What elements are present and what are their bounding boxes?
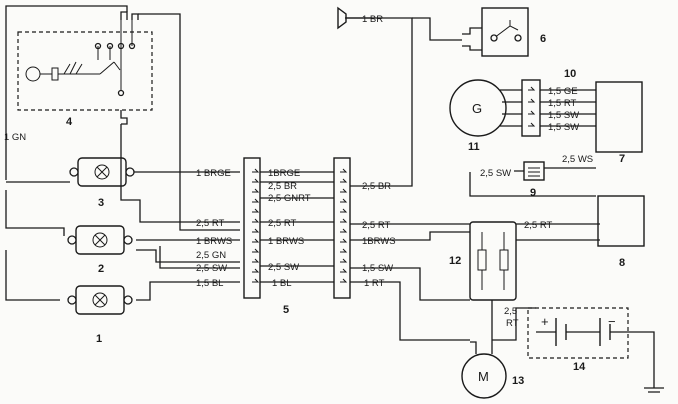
wire-label-br-mid: 2,5 BR [268, 181, 297, 192]
wire-label-gn-left: 2,5 GN [196, 250, 226, 261]
wire-label-brge-left: 1 BRGE [196, 168, 231, 179]
part-9 [514, 161, 560, 181]
wire-label-ws: 2,5 WS [562, 154, 593, 165]
wire-label-br-top: 1 BR [362, 14, 383, 25]
battery-minus: − [608, 314, 616, 329]
wire-label-rt-left: 2,5 RT [196, 218, 225, 229]
label-11: 11 [468, 141, 480, 153]
label-12: 12 [449, 255, 461, 267]
label-3: 3 [98, 197, 104, 209]
lamp-1 [67, 285, 133, 315]
box-8 [597, 195, 645, 247]
wire-label-sw-mid: 2,5 SW [268, 262, 299, 273]
motor-13 [461, 340, 507, 399]
wire-label-sw-left: 2,5 SW [196, 263, 227, 274]
wire-label-brws-right: 1BRWS [362, 236, 396, 247]
label-5: 5 [283, 304, 289, 316]
fuse-holder-12 [469, 221, 517, 340]
connector-5 [243, 157, 351, 299]
wire-label-sw-right: 1,5 SW [362, 263, 393, 274]
wire-label-br-right: 2,5 BR [362, 181, 391, 192]
box-7 [595, 81, 643, 153]
wire-label-sw-9: 2,5 SW [480, 168, 511, 179]
wire-label-rt-right: 2,5 RT [362, 220, 391, 231]
wire-label-bl-left: 1,5 BL [196, 278, 223, 289]
label-9: 9 [530, 187, 536, 199]
relay-6 [462, 7, 529, 57]
wire-label-sw-10a: 1,5 SW [548, 110, 579, 121]
alternator-symbol: G [472, 101, 482, 116]
left-wiring [5, 5, 240, 301]
label-14: 14 [573, 361, 586, 373]
wire-label-rt-10: 1,5 RT [548, 98, 577, 109]
wire-label-gnrt-mid: 2,5 GNRT [268, 193, 311, 204]
battery-14 [492, 307, 664, 393]
label-1: 1 [96, 333, 102, 345]
right-wiring [345, 17, 600, 341]
label-2: 2 [98, 263, 104, 275]
label-13: 13 [512, 375, 524, 387]
wire-label-rt-mid: 2,5 RT [268, 218, 297, 229]
wire-label-gn: 1 GN [4, 132, 26, 143]
wire-label-brws-left: 1 BRWS [196, 236, 232, 247]
label-8: 8 [619, 257, 625, 269]
wire-label-fuse-b: RT [506, 318, 519, 329]
label-6: 6 [540, 33, 546, 45]
wire-label-brws-mid: 1 BRWS [268, 236, 304, 247]
lamp-3 [69, 157, 135, 187]
wire-label-fuse-a: 2,5 [504, 306, 517, 317]
battery-plus: + [541, 314, 549, 329]
lamp-2 [67, 225, 133, 255]
motor-symbol: M [478, 369, 489, 384]
wire-label-bl-mid: 1 BL [272, 278, 292, 289]
wire-label-rt-to-8: 2,5 RT [524, 220, 553, 231]
connector-10 [521, 79, 596, 137]
alternator-11 [449, 79, 522, 137]
wire-label-rt-small: 1 RT [364, 278, 385, 289]
label-4: 4 [66, 116, 73, 128]
wire-label-sw-10b: 1,5 SW [548, 122, 579, 133]
horn-symbol [337, 6, 372, 30]
switch-assembly-4 [17, 11, 153, 125]
wire-label-brge-mid: 1BRGE [268, 168, 300, 179]
label-10: 10 [564, 68, 576, 80]
wire-label-ge-10: 1,5 GE [548, 86, 578, 97]
label-7: 7 [619, 153, 625, 165]
